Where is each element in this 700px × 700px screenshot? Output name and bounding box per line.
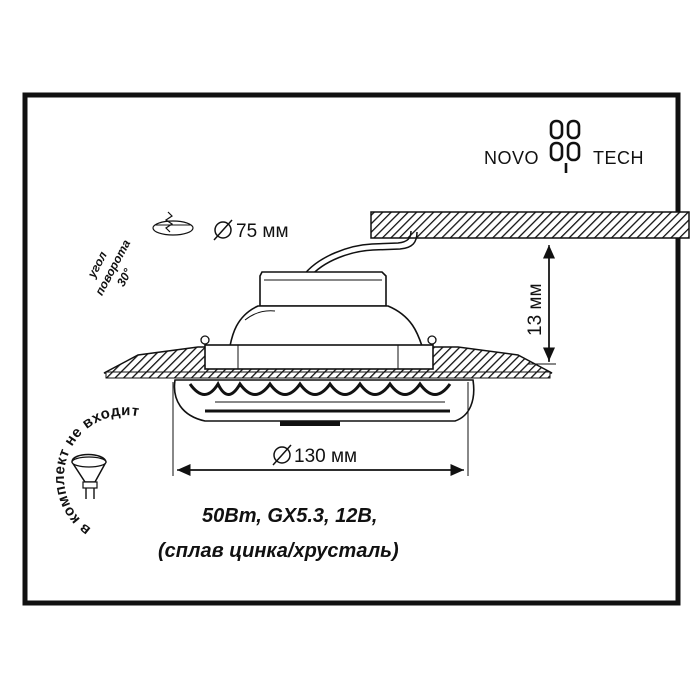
- rotation-note: угол поворота 30°: [84, 237, 135, 298]
- brand-text-left: NOVO: [484, 148, 539, 168]
- lamp-note: в комплект не входит: [51, 402, 140, 539]
- specs-line-2: (сплав цинка/хрусталь): [158, 540, 399, 562]
- lamp-fixture: [103, 271, 553, 426]
- brand-text-right: TECH: [593, 148, 644, 168]
- cutout-label: 75 мм: [236, 221, 289, 242]
- ceiling-cutout-icon: [152, 211, 194, 236]
- width-label: 130 мм: [294, 446, 357, 467]
- brand-logo: NOVO TECH: [484, 119, 644, 173]
- diagram-frame: [22, 92, 681, 606]
- cutout-size: 75 мм: [152, 211, 289, 242]
- ceiling-slab: [370, 211, 690, 239]
- specs-line-1: 50Вт, GX5.3, 12В,: [202, 505, 377, 527]
- novotech-logo-icon: [549, 119, 581, 173]
- power-wire: [302, 230, 418, 279]
- height-dimension: 13 мм: [525, 245, 556, 365]
- diameter-icon: [272, 444, 292, 466]
- mr16-lamp-icon: [71, 453, 107, 499]
- width-dimension: 130 мм: [172, 382, 469, 476]
- diameter-icon: [213, 219, 233, 241]
- height-label: 13 мм: [525, 283, 546, 336]
